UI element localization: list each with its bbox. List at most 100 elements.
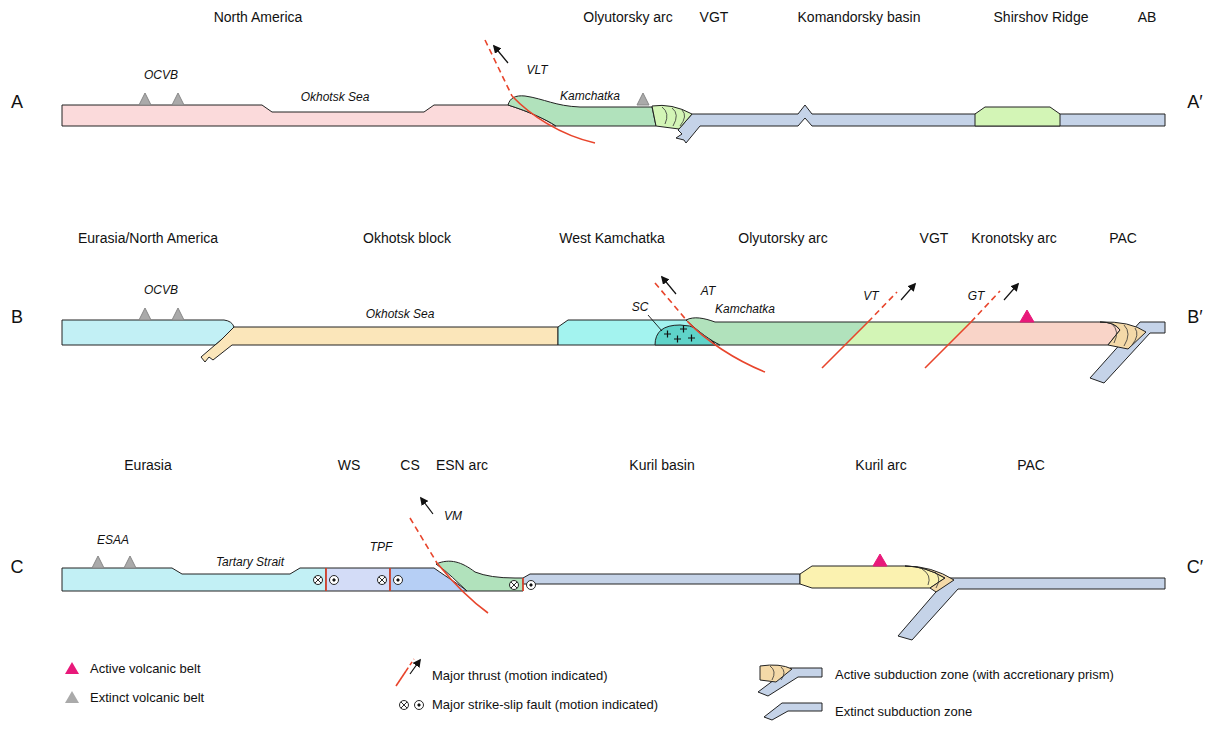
region-label: Kuril basin — [629, 458, 694, 473]
illustration-part — [437, 563, 488, 613]
extinct-volcano-swatch — [65, 691, 79, 703]
extinct-volcano — [92, 556, 136, 568]
accretionary-prism — [1100, 322, 1146, 349]
olyutorsky-arc-block — [686, 318, 868, 345]
section-letter: A′ — [1187, 93, 1202, 113]
kuril-arc-block — [800, 566, 945, 588]
illustration-part — [494, 46, 508, 63]
vm-thrust — [410, 498, 488, 613]
fault-label: TPF — [370, 541, 393, 554]
illustration-part — [770, 666, 784, 680]
north-america-plate — [62, 105, 556, 126]
feature-label: Tartary Strait — [216, 556, 284, 569]
feature-label: Okhotsk Sea — [366, 308, 435, 321]
kronotsky-arc-block — [948, 322, 1120, 345]
feature-label: ESAA — [97, 534, 129, 547]
eurasia-plate — [62, 320, 234, 345]
illustration-part — [314, 576, 323, 585]
illustration-part — [397, 579, 399, 581]
illustration-part — [333, 579, 335, 581]
prism-hatch — [662, 107, 685, 126]
region-label: PAC — [1017, 458, 1045, 473]
section-letter: B′ — [1187, 308, 1202, 328]
legend-label: Active volcanic belt — [90, 662, 201, 676]
prism-hatch — [1112, 324, 1137, 346]
legend-symbols — [65, 659, 822, 720]
eurasia-plate — [62, 568, 326, 591]
illustration-part — [401, 702, 407, 708]
kuril-basin-slab — [523, 574, 800, 584]
active-subduction-swatch — [758, 665, 822, 696]
region-label: Komandorsky basin — [798, 10, 921, 25]
region-label: Olyutorsky arc — [583, 10, 672, 25]
region-label: Kuril arc — [855, 458, 906, 473]
thrust-arrow — [410, 660, 420, 674]
illustration-part — [688, 322, 765, 372]
illustration-part — [901, 284, 915, 300]
thrust-swatch — [396, 671, 406, 686]
region-label: Shirshov Ridge — [994, 10, 1089, 25]
accretionary-prism — [905, 566, 954, 592]
prism-hatch — [922, 569, 939, 588]
fault-label: VM — [444, 510, 462, 523]
illustration-part — [314, 576, 536, 590]
section-letter: C′ — [1187, 558, 1203, 578]
illustration-part — [330, 576, 339, 585]
illustration-part — [326, 568, 523, 591]
illustration-part — [415, 701, 424, 710]
region-label: CS — [400, 458, 419, 473]
illustration-part — [511, 582, 517, 588]
illustration-part — [315, 577, 321, 583]
sc-plus — [664, 326, 695, 343]
active-volcano-swatch — [65, 662, 79, 674]
region-label: Olyutorsky arc — [738, 231, 827, 246]
fault-label: AT — [701, 285, 715, 298]
illustration-part — [378, 576, 387, 585]
active-volcano — [873, 554, 887, 566]
section-letter: A — [11, 93, 23, 113]
legend-label: Extinct volcanic belt — [90, 691, 204, 705]
legend-label: Active subduction zone (with accretionar… — [835, 668, 1114, 682]
feature-label: Kamchatka — [715, 303, 775, 316]
fault-label: GT — [968, 290, 985, 303]
illustration-part — [925, 322, 971, 368]
region-label: VGT — [700, 10, 729, 25]
feature-label: OCVB — [144, 284, 178, 297]
fault-label: VT — [863, 290, 878, 303]
feature-label: Okhotsk Sea — [301, 91, 370, 104]
illustration-part — [485, 40, 512, 96]
region-label: VGT — [920, 231, 949, 246]
region-label: AB — [1138, 10, 1157, 25]
illustration-part — [530, 584, 532, 586]
region-label: Eurasia/North America — [78, 231, 218, 246]
section-b — [62, 308, 1165, 383]
illustration-part — [379, 577, 385, 583]
region-label: Eurasia — [124, 458, 171, 473]
section-letter: C — [11, 558, 24, 578]
strike-slip-faults — [314, 568, 536, 591]
illustration-part — [394, 576, 403, 585]
region-label: Kronotsky arc — [971, 231, 1057, 246]
illustration-part — [760, 665, 792, 682]
legend-label: Major thrust (motion indicated) — [432, 669, 608, 683]
illustration-part — [1004, 284, 1018, 300]
region-label: PAC — [1109, 231, 1137, 246]
illustration-part — [822, 322, 868, 368]
feature-label: SC — [632, 301, 649, 314]
section-c — [62, 554, 1165, 640]
legend-label: Extinct subduction zone — [835, 705, 972, 719]
illustration-part — [418, 704, 420, 706]
region-label: North America — [214, 10, 303, 25]
active-volcano — [1020, 310, 1034, 322]
vgt-prism — [652, 105, 692, 129]
illustration-part — [421, 498, 433, 514]
feature-label: OCVB — [144, 69, 178, 82]
extinct-slab — [676, 105, 1165, 143]
extinct-volcano — [139, 308, 184, 320]
section-b-faults — [655, 277, 1018, 372]
legend-label: Major strike-slip fault (motion indicate… — [432, 698, 658, 712]
sc-leader — [648, 315, 662, 331]
